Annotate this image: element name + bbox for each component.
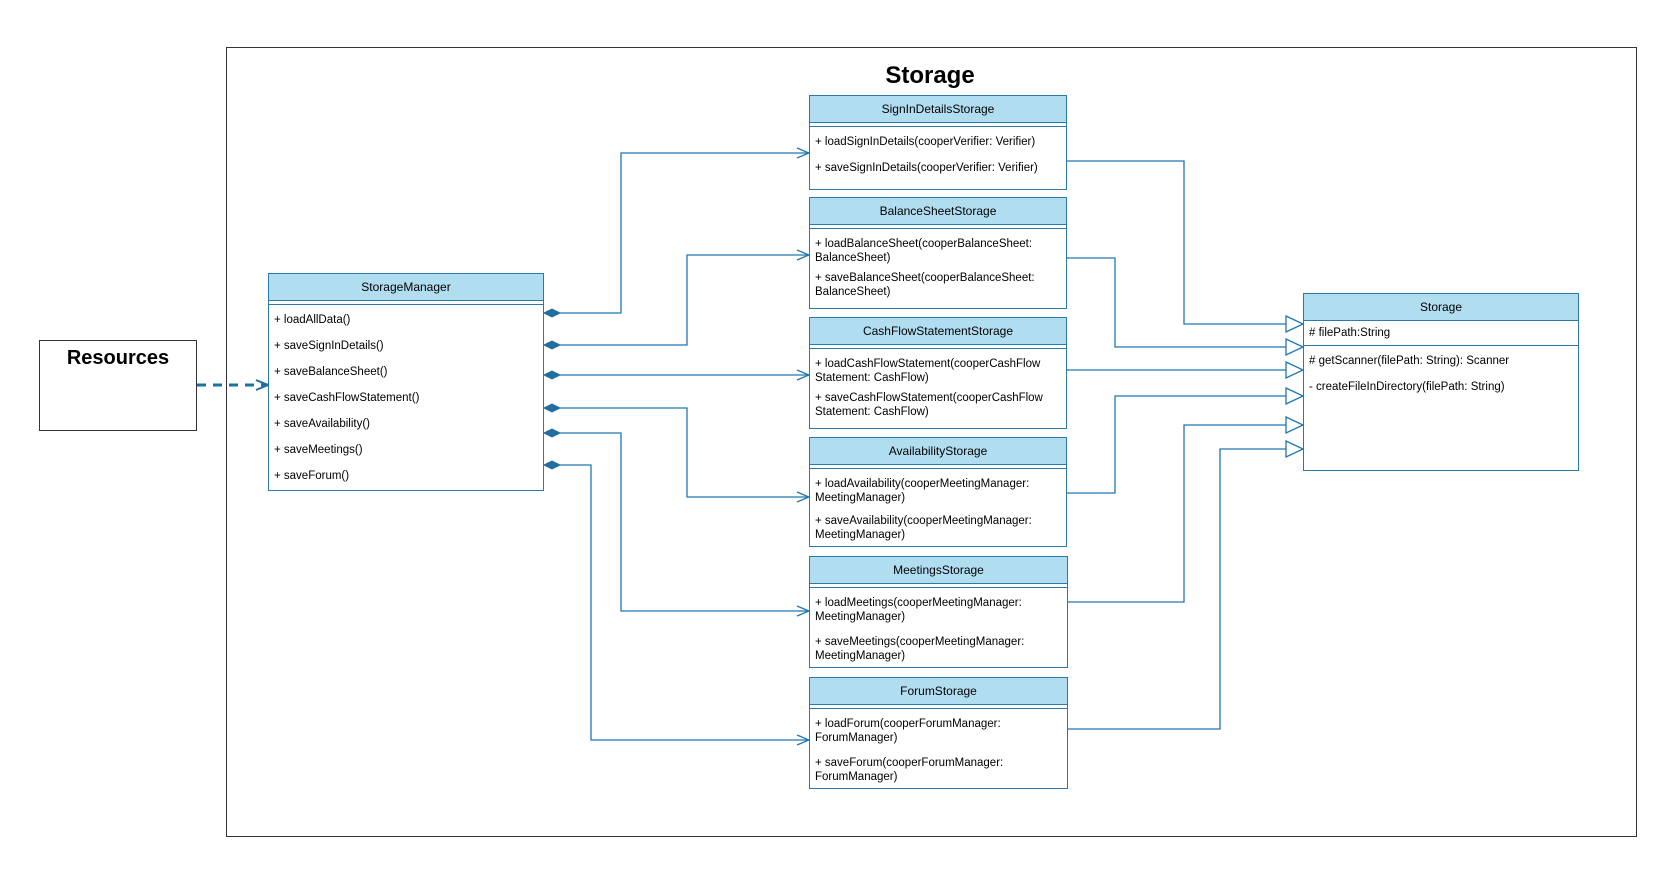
method: + saveBalanceSheet() <box>274 366 388 378</box>
method: - createFileInDirectory(filePath: String… <box>1309 381 1505 393</box>
inheritance-edge <box>1067 160 1303 324</box>
attribute: # filePath:String <box>1304 321 1578 346</box>
diamond-icon <box>542 370 562 380</box>
meetings-storage-class[interactable]: MeetingsStorage + loadMeetings(cooperMee… <box>809 556 1068 668</box>
attribute-compartment <box>810 705 1067 709</box>
signin-details-storage-class[interactable]: SignInDetailsStorage + loadSignInDetails… <box>809 95 1067 190</box>
attribute-compartment <box>810 465 1066 469</box>
attribute-compartment <box>810 225 1066 229</box>
composition-diamonds <box>542 308 562 470</box>
diamond-icon <box>542 308 562 318</box>
method: + saveCashFlowStatement(cooperCashFlow S… <box>815 392 1043 418</box>
class-name: AvailabilityStorage <box>810 438 1066 465</box>
diamond-icon <box>542 403 562 413</box>
method: + loadCashFlowStatement(cooperCashFlow S… <box>815 358 1041 384</box>
method-compartment: # getScanner(filePath: String): Scanner … <box>1304 346 1578 402</box>
class-name: SignInDetailsStorage <box>810 96 1066 123</box>
inheritance-edge <box>1067 396 1303 494</box>
composition-edge <box>560 432 809 611</box>
method-compartment: + loadSignInDetails(cooperVerifier: Veri… <box>810 127 1066 183</box>
composition-edge <box>560 464 809 740</box>
class-name: CashFlowStatementStorage <box>810 318 1066 345</box>
attribute-compartment <box>810 123 1066 127</box>
class-name: ForumStorage <box>810 678 1067 705</box>
availability-storage-class[interactable]: AvailabilityStorage + loadAvailability(c… <box>809 437 1067 547</box>
method: + saveAvailability() <box>274 418 370 430</box>
method-compartment: + loadAllData() + saveSignInDetails() + … <box>269 305 543 491</box>
method: + loadForum(cooperForumManager: ForumMan… <box>815 718 1001 744</box>
resources-box[interactable]: Resources <box>39 340 197 431</box>
storage-package-frame <box>226 47 1637 837</box>
method: + saveSignInDetails(cooperVerifier: Veri… <box>815 162 1038 174</box>
composition-edge <box>560 153 809 314</box>
method: + saveBalanceSheet(cooperBalanceSheet: B… <box>815 272 1035 298</box>
diamond-icon <box>542 340 562 350</box>
method-compartment: + loadForum(cooperForumManager: ForumMan… <box>810 709 1067 792</box>
method: + loadMeetings(cooperMeetingManager: Mee… <box>815 597 1022 623</box>
method: + saveAvailability(cooperMeetingManager:… <box>815 515 1032 541</box>
method: + saveForum(cooperForumManager: ForumMan… <box>815 757 1004 783</box>
storage-manager-class[interactable]: StorageManager + loadAllData() + saveSig… <box>268 273 544 491</box>
attribute-compartment <box>269 301 543 305</box>
diamond-icon <box>542 428 562 438</box>
inheritance-edge <box>1067 257 1303 347</box>
composition-edges <box>560 153 809 740</box>
composition-edge <box>560 407 809 497</box>
method: + saveCashFlowStatement() <box>274 392 420 404</box>
storage-class[interactable]: Storage # filePath:String # getScanner(f… <box>1303 293 1579 471</box>
method: + saveForum() <box>274 470 350 482</box>
package-title: Storage <box>885 62 975 89</box>
class-name: MeetingsStorage <box>810 557 1067 584</box>
method: + saveMeetings(cooperMeetingManager: Mee… <box>815 636 1025 662</box>
cash-flow-statement-storage-class[interactable]: CashFlowStatementStorage + loadCashFlowS… <box>809 317 1067 429</box>
method-compartment: + loadAvailability(cooperMeetingManager:… <box>810 469 1066 550</box>
method: + loadAllData() <box>274 314 351 326</box>
method: # getScanner(filePath: String): Scanner <box>1309 355 1510 367</box>
attribute-compartment <box>810 345 1066 349</box>
balance-sheet-storage-class[interactable]: BalanceSheetStorage + loadBalanceSheet(c… <box>809 197 1067 309</box>
composition-edge <box>560 255 809 346</box>
method: + loadBalanceSheet(cooperBalanceSheet: B… <box>815 238 1033 264</box>
method-compartment: + loadCashFlowStatement(cooperCashFlow S… <box>810 349 1066 427</box>
diamond-icon <box>542 460 562 470</box>
class-name: StorageManager <box>269 274 543 301</box>
method: + loadAvailability(cooperMeetingManager:… <box>815 478 1030 504</box>
method: + saveMeetings() <box>274 444 363 456</box>
method: + saveSignInDetails() <box>274 340 384 352</box>
class-name: Storage <box>1304 294 1578 321</box>
attribute-compartment <box>810 584 1067 588</box>
method: + loadSignInDetails(cooperVerifier: Veri… <box>815 136 1036 148</box>
class-name: BalanceSheetStorage <box>810 198 1066 225</box>
inheritance-edge <box>1068 449 1303 730</box>
method-compartment: + loadMeetings(cooperMeetingManager: Mee… <box>810 588 1067 671</box>
method-compartment: + loadBalanceSheet(cooperBalanceSheet: B… <box>810 229 1066 307</box>
resources-title: Resources <box>66 347 170 369</box>
forum-storage-class[interactable]: ForumStorage + loadForum(cooperForumMana… <box>809 677 1068 789</box>
inheritance-edge <box>1068 425 1303 603</box>
inheritance-edges <box>1067 160 1303 730</box>
